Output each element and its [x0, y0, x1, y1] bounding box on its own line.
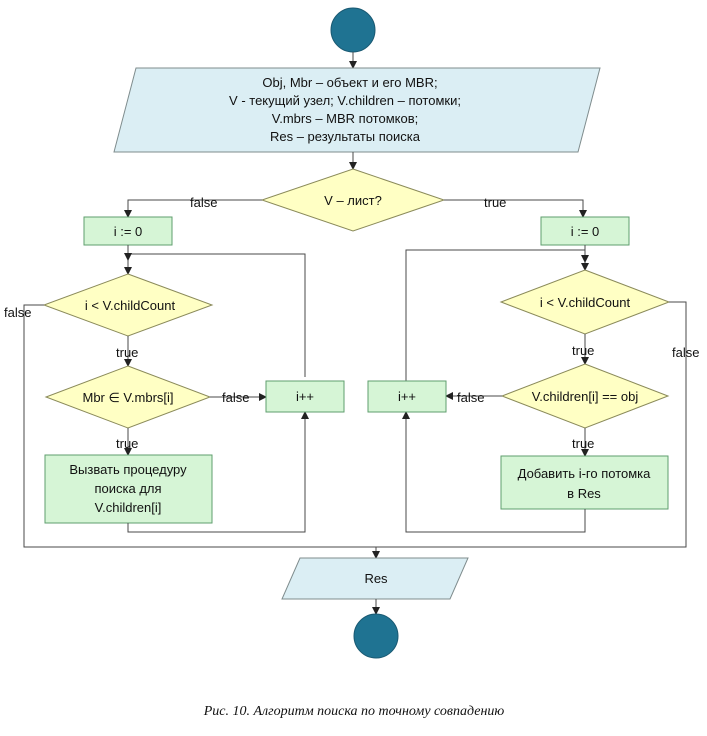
label-true-left-loop: true: [116, 345, 138, 360]
left-action-line-2: поиска для: [94, 481, 161, 496]
decision-is-leaf: [260, 168, 446, 232]
left-increment-label: i++: [296, 389, 314, 404]
figure-caption: Рис. 10. Алгоритм поиска по точному совп…: [203, 704, 505, 719]
label-true-right-loop: true: [572, 343, 594, 358]
end-terminal: [353, 613, 399, 659]
left-action-box: [44, 454, 213, 524]
left-init-label: i := 0: [114, 224, 143, 239]
input-line-3: V.mbrs – MBR потомков;: [272, 111, 418, 126]
start-terminal: [330, 7, 376, 53]
right-increment-box: [367, 380, 447, 413]
left-check-label: Mbr ∈ V.mbrs[i]: [82, 390, 173, 405]
left-increment-box: [265, 380, 345, 413]
left-loop-label: i < V.childCount: [85, 298, 176, 313]
right-action-box: [500, 455, 669, 510]
right-action-line-1: Добавить i-го потомка: [518, 466, 652, 481]
input-parallelogram: [113, 67, 601, 153]
label-false-leaf: false: [190, 195, 217, 210]
left-init-box: [83, 216, 173, 246]
left-action-line-1: Вызвать процедуру: [69, 462, 187, 477]
label-true-leaf: true: [484, 195, 506, 210]
right-check-label: V.children[i] == obj: [532, 389, 639, 404]
label-true-left-check: true: [116, 436, 138, 451]
right-increment-label: i++: [398, 389, 416, 404]
label-false-left-loop: false: [4, 305, 31, 320]
output-parallelogram: [281, 557, 469, 600]
input-line-4: Res – результаты поиска: [270, 129, 421, 144]
decision-is-leaf-label: V – лист?: [324, 193, 382, 208]
input-line-2: V - текущий узел; V.children – потомки;: [229, 93, 461, 108]
label-true-right-check: true: [572, 436, 594, 451]
left-action-line-3: V.children[i]: [95, 500, 162, 515]
output-label: Res: [364, 571, 388, 586]
right-loop-label: i < V.childCount: [540, 295, 631, 310]
right-init-label: i := 0: [571, 224, 600, 239]
label-false-right-check: false: [457, 390, 484, 405]
right-action-line-2: в Res: [567, 486, 601, 501]
label-false-left-check: false: [222, 390, 249, 405]
right-init-box: [540, 216, 630, 246]
label-false-right-loop: false: [672, 345, 699, 360]
input-line-1: Obj, Mbr – объект и его MBR;: [262, 75, 437, 90]
